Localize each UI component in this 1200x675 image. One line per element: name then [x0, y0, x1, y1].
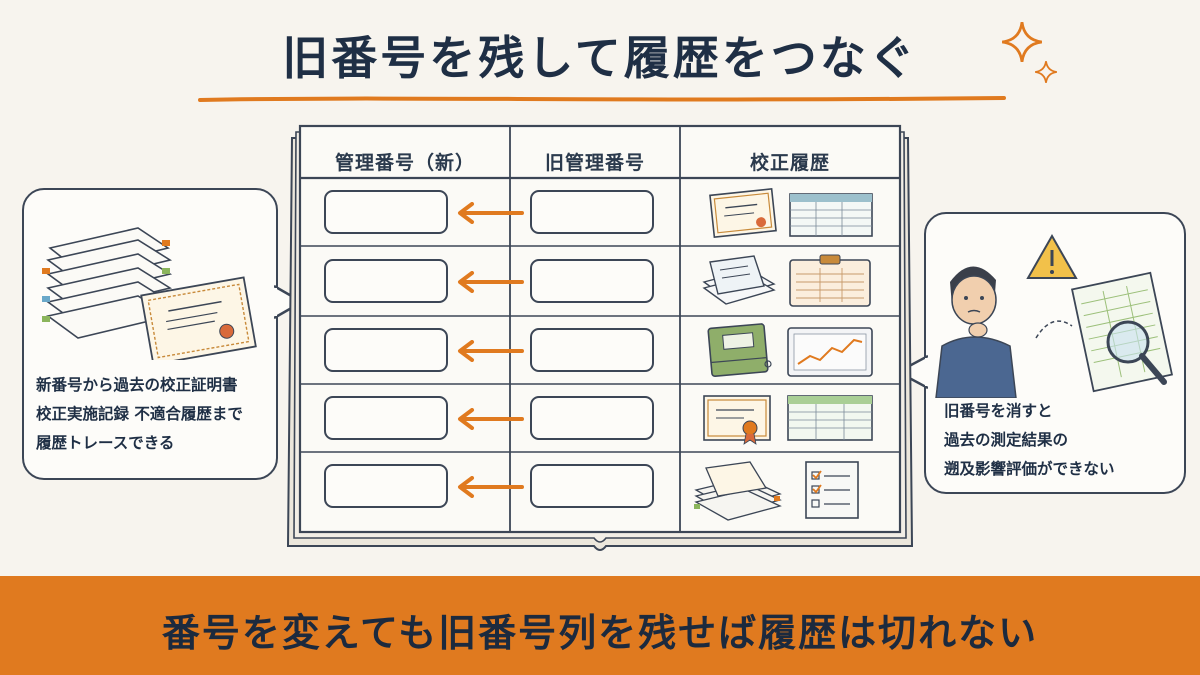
certificate-stack-illustration [42, 227, 257, 360]
right-bubble-line-3: 遡及影響評価ができない [944, 460, 1115, 478]
arrow-left-icon [458, 340, 524, 362]
ledger-book: 管理番号（新） 旧管理番号 校正履歴 [286, 122, 914, 554]
new-id-cell [324, 396, 448, 440]
certificate-icon [709, 188, 777, 238]
left-bubble-line-3: 履歴トレースできる [36, 434, 175, 452]
right-bubble-line-2: 過去の測定結果の [944, 431, 1069, 449]
arrow-left-icon [458, 408, 524, 430]
column-header-old-id: 旧管理番号 [544, 152, 645, 174]
new-id-cell [324, 259, 448, 303]
left-bubble-line-2: 校正実施記録 不適合履歴まで [36, 405, 243, 423]
paper-pile-icon [694, 461, 782, 521]
sparkle-small-icon [1035, 61, 1057, 83]
page-title: 旧番号を残して履歴をつなぐ [282, 31, 918, 85]
new-id-cell [324, 328, 448, 372]
clipboard-form-icon [789, 254, 871, 307]
left-bubble-line-1: 新番号から過去の校正証明書 [36, 376, 238, 394]
column-header-new-id: 管理番号（新） [334, 152, 475, 174]
spreadsheet-icon [787, 395, 873, 441]
old-id-cell [530, 464, 654, 508]
spreadsheet-icon [789, 193, 873, 237]
arrow-left-icon [458, 202, 524, 224]
old-id-cell [530, 328, 654, 372]
old-id-cell [530, 396, 654, 440]
old-id-cell [530, 190, 654, 234]
title-underline [198, 96, 1006, 102]
checklist-icon [805, 461, 859, 519]
seal-certificate-icon [703, 395, 771, 445]
binder-icon [707, 323, 772, 377]
new-id-cell [324, 190, 448, 234]
graph-chart-icon [787, 327, 873, 377]
footer-message: 番号を変えても旧番号列を残せば履歴は切れない [161, 611, 1039, 655]
arrow-left-icon [458, 476, 524, 498]
footer-banner: 番号を変えても旧番号列を残せば履歴は切れない [0, 576, 1200, 675]
document-stack-icon [702, 255, 776, 305]
column-header-history: 校正履歴 [749, 152, 830, 174]
arrow-left-icon [458, 271, 524, 293]
right-bubble-line-1: 旧番号を消すと [944, 402, 1053, 420]
sparkle-icon [1001, 21, 1043, 63]
worried-person-illustration [935, 233, 1174, 398]
old-id-cell [530, 259, 654, 303]
new-id-cell [324, 464, 448, 508]
